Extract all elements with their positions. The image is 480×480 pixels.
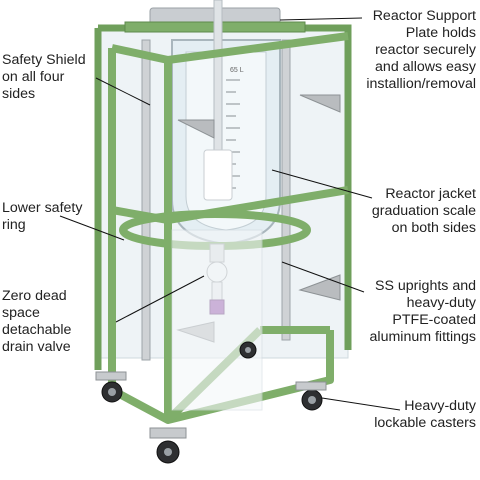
callout-drain-valve: Zero dead space detachable drain valve (2, 288, 72, 355)
callout-safety-shield: Safety Shield on all four sides (2, 52, 86, 102)
caster-wheels (95, 341, 327, 464)
callout-lower-safety-ring: Lower safety ring (2, 200, 83, 233)
callout-reactor-jacket-scale: Reactor jacket graduation scale on both … (371, 186, 476, 236)
callout-casters: Heavy-duty lockable casters (374, 398, 476, 431)
safety-shield-front (171, 229, 263, 411)
callout-ss-uprights: SS uprights and heavy-duty PTFE-coated a… (369, 278, 476, 345)
capacity-marking: 65 L (230, 67, 244, 74)
callout-leaders (59, 17, 401, 411)
callout-reactor-support-plate: Reactor Support Plate holds reactor secu… (366, 8, 476, 92)
ss-uprights (141, 39, 291, 361)
